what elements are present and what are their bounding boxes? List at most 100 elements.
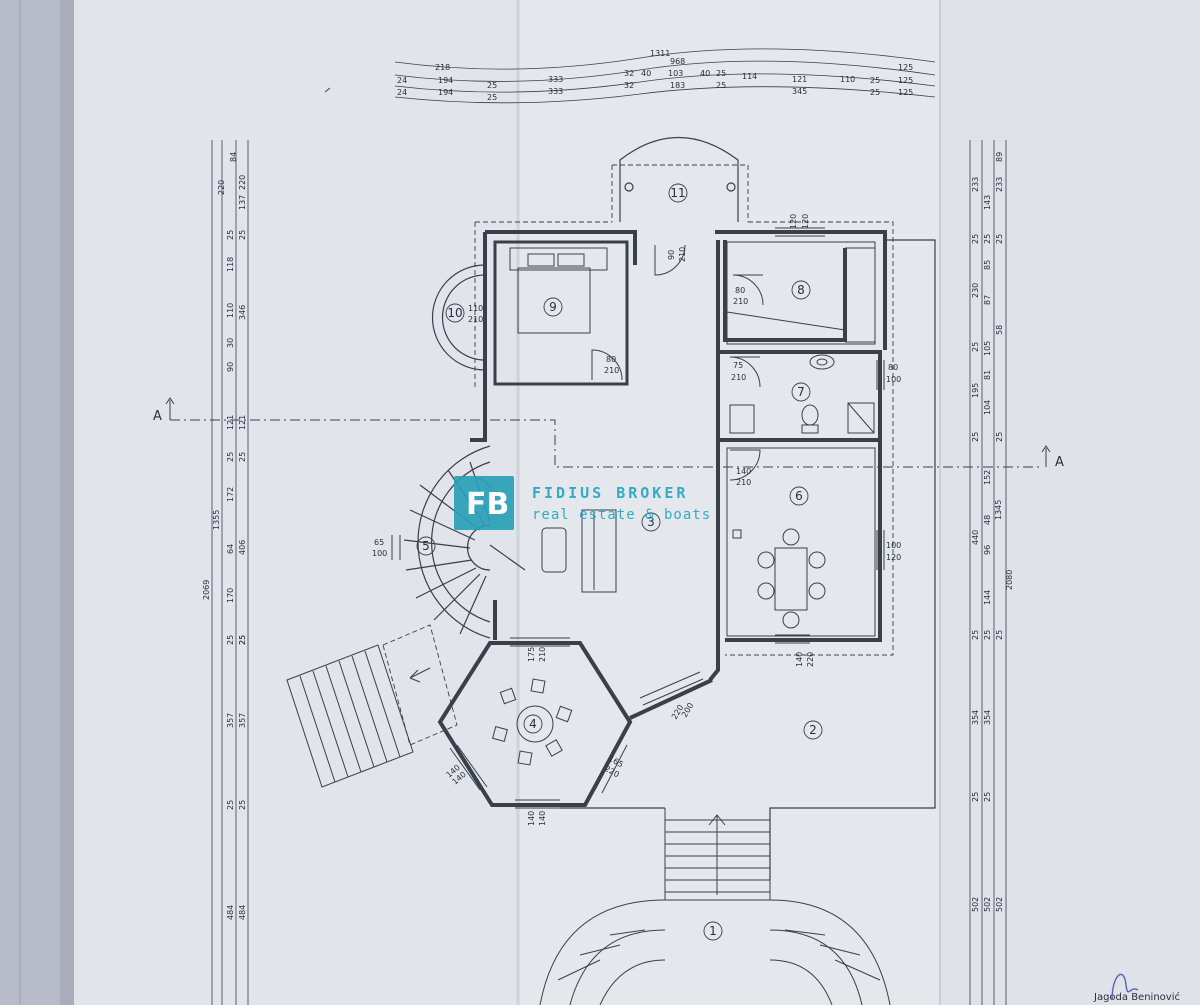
watermark: FB FIDIUS BROKER real estate & boats (454, 476, 710, 530)
room-number-3: 3 (647, 515, 655, 529)
dim-label: 25 (716, 69, 726, 78)
dim-label: 25 (870, 88, 880, 97)
room-number-2: 2 (809, 723, 817, 737)
dim-label: 121 (226, 415, 235, 430)
opening-height: 210 (468, 315, 483, 324)
dim-label: 502 (995, 897, 1004, 912)
dim-label: 118 (226, 257, 235, 272)
dim-label: 25 (995, 234, 1004, 244)
dim-label: 25 (238, 635, 247, 645)
dim-label: 406 (238, 540, 247, 555)
dim-label: 137 (238, 195, 247, 210)
dim-label: 25 (487, 93, 497, 102)
dim-label: 354 (983, 710, 992, 725)
dim-label: 25 (971, 792, 980, 802)
dim-label: 40 (641, 69, 651, 78)
dim-label: 25 (226, 635, 235, 645)
dim-label: 25 (971, 342, 980, 352)
opening-width: 80 (888, 363, 898, 372)
dim-label: 25 (226, 230, 235, 240)
dim-label: 233 (971, 177, 980, 192)
opening-width: 100 (886, 541, 901, 550)
opening-width: 110 (468, 304, 483, 313)
dim-label: 25 (238, 230, 247, 240)
entrance-stairs (539, 808, 891, 1005)
dim-label: 114 (742, 72, 757, 81)
opening-width: 140 (527, 811, 536, 826)
dim-label: 48 (983, 515, 992, 525)
dim-label: 25 (983, 792, 992, 802)
dim-label: 87 (983, 295, 992, 305)
right-dimension-chain (969, 140, 1007, 1005)
dim-label: 25 (487, 81, 497, 90)
door-swings (474, 244, 764, 491)
watermark-title: FIDIUS BROKER (532, 484, 688, 502)
dim-label: 25 (238, 452, 247, 462)
roof-outline (382, 164, 894, 746)
entrance-bay (619, 136, 739, 222)
left-dimension-chain (211, 140, 249, 1005)
paper-left-panel (70, 0, 520, 1005)
dim-label: 25 (971, 432, 980, 442)
bathroom-7-fixtures (729, 354, 875, 434)
opening-height: 210 (736, 478, 751, 487)
dim-label: 104 (983, 400, 992, 415)
opening-height: 140 (538, 811, 547, 826)
dim-label: 25 (983, 630, 992, 640)
opening-height: 210 (678, 247, 687, 262)
watermark-logo-box (454, 476, 514, 530)
dim-label: 25 (716, 81, 726, 90)
dim-label: 125 (898, 88, 913, 97)
dim-label: 25 (226, 800, 235, 810)
right-dimension-texts: 2080 1345 233 25 230 25 195 25 440 25 35… (971, 152, 1014, 912)
section-label-left: A (153, 409, 162, 424)
dim-label: 110 (840, 75, 855, 84)
hexagon-room-4-furniture (492, 678, 573, 766)
dim-label: 64 (226, 544, 235, 554)
opening-width: 65 (374, 538, 384, 547)
external-stair-left (286, 644, 431, 788)
opening-height: 100 (372, 549, 387, 558)
signature-scribble (1111, 973, 1139, 1001)
opening-height: 120 (801, 214, 810, 229)
watermark-logo: FB (466, 487, 509, 522)
room-number-7: 7 (797, 385, 805, 399)
dim-label: 89 (995, 152, 1004, 162)
opening-width: 80 (735, 286, 745, 295)
room-numbers: 1 2 3 4 5 6 7 8 9 10 11 (416, 183, 823, 941)
signature-name: Jagoda Beninović (1093, 991, 1180, 1003)
left-dimension-texts: 2069 1355 220 25 118 110 30 90 121 25 17… (202, 152, 247, 920)
opening-width: 80 (606, 355, 616, 364)
dim-label: 194 (438, 76, 453, 85)
dim-label: 24 (397, 88, 407, 97)
room-number-9: 9 (549, 300, 557, 314)
opening-height: 120 (886, 553, 901, 562)
dim-label: 440 (971, 530, 980, 545)
dim-label: 220 (238, 175, 247, 190)
dim-label: 183 (670, 81, 685, 90)
dim-label: 32 (624, 69, 634, 78)
dim-label: 218 (435, 63, 450, 72)
opening-height: 220 (806, 652, 815, 667)
dim-label: 85 (983, 260, 992, 270)
dim-label: 121 (238, 415, 247, 430)
dim-label: 32 (624, 81, 634, 90)
room-number-10: 10 (447, 306, 462, 320)
dim-label: 143 (983, 195, 992, 210)
dim-total-height: 2069 (202, 580, 211, 600)
opening-height: 210 (538, 647, 547, 662)
dim-label: 58 (995, 325, 1004, 335)
opening-width: 140 (795, 652, 804, 667)
room-number-11: 11 (670, 186, 685, 200)
dim-label: 172 (226, 487, 235, 502)
signature: Jagoda Beninović (1093, 973, 1180, 1003)
dim-label: 333 (548, 75, 563, 84)
dim-label: 24 (397, 76, 407, 85)
dim-label: 125 (898, 63, 913, 72)
connecting-walls (493, 600, 713, 720)
dim-label: 144 (983, 590, 992, 605)
top-dimension-chain (394, 48, 936, 104)
dim-label: 103 (668, 69, 683, 78)
dim-label: 484 (238, 905, 247, 920)
